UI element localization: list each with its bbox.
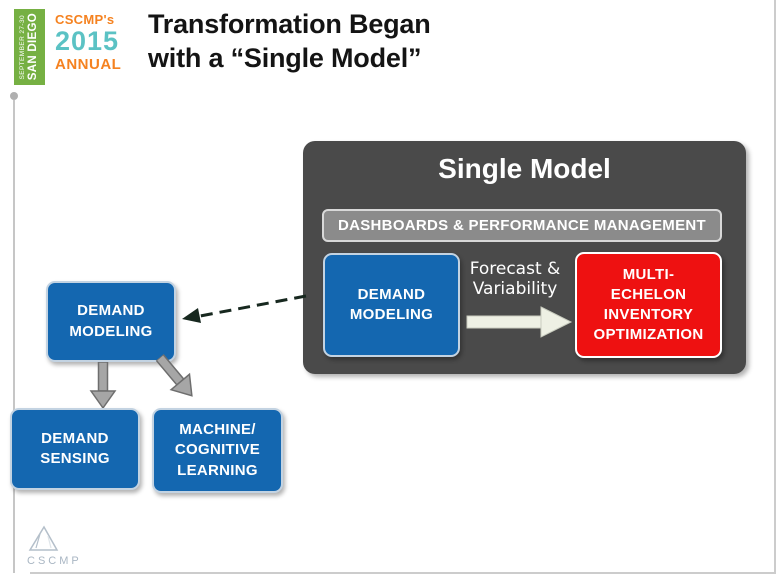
machine-cognitive-learning-label: MACHINE/ COGNITIVE LEARNING — [174, 421, 261, 479]
single-model-title: Single Model — [438, 153, 611, 184]
outer-demand-modeling-box: DEMAND MODELING — [46, 281, 176, 362]
diagonal-arrow-icon — [155, 353, 193, 397]
decor-vertical-line — [13, 100, 15, 573]
badge-dates: SEPTEMBER 27-30 — [19, 14, 26, 80]
forecast-variability-label: Forecast & Variability — [469, 259, 561, 300]
outer-demand-modeling-label: DEMAND MODELING — [69, 302, 153, 340]
inner-demand-modeling-label: DEMAND MODELING — [349, 285, 434, 323]
page-border-bottom — [30, 572, 775, 574]
meio-label: MULTI- ECHELON INVENTORY OPTIMIZATION — [593, 265, 704, 344]
inner-demand-modeling-box: DEMAND MODELING — [323, 253, 460, 357]
cscmp-annual-logo: CSCMP's 2015 ANNUAL — [55, 13, 121, 72]
brand-event: ANNUAL — [55, 56, 122, 73]
conference-date-badge: SEPTEMBER 27-30 SAN DIEGO — [14, 9, 45, 85]
brand-year: 2015 — [55, 26, 120, 56]
slide-title: Transformation Began with a “Single Mode… — [148, 9, 431, 73]
page-border-right — [774, 0, 776, 574]
down-arrow-icon — [89, 362, 117, 410]
meio-box: MULTI- ECHELON INVENTORY OPTIMIZATION — [575, 252, 722, 358]
cscmp-triangle-logo-icon — [28, 525, 59, 551]
single-model-container: Single Model DASHBOARDS & PERFORMANCE MA… — [303, 141, 746, 374]
badge-city: SAN DIEGO — [26, 13, 39, 81]
machine-cognitive-learning-box: MACHINE/ COGNITIVE LEARNING — [152, 408, 283, 493]
demand-sensing-box: DEMAND SENSING — [10, 408, 140, 490]
demand-sensing-label: DEMAND SENSING — [40, 429, 110, 467]
dashboards-performance-label: DASHBOARDS & PERFORMANCE MANAGEMENT — [337, 217, 706, 234]
dashed-connector-arrow-icon — [182, 294, 307, 323]
cscmp-footer-text: CSCMP — [27, 555, 82, 567]
right-flow-arrow-icon — [466, 306, 573, 338]
dashboards-performance-bar: DASHBOARDS & PERFORMANCE MANAGEMENT — [322, 209, 722, 242]
brand-name: CSCMP's — [55, 12, 115, 27]
decor-dot — [10, 92, 18, 100]
